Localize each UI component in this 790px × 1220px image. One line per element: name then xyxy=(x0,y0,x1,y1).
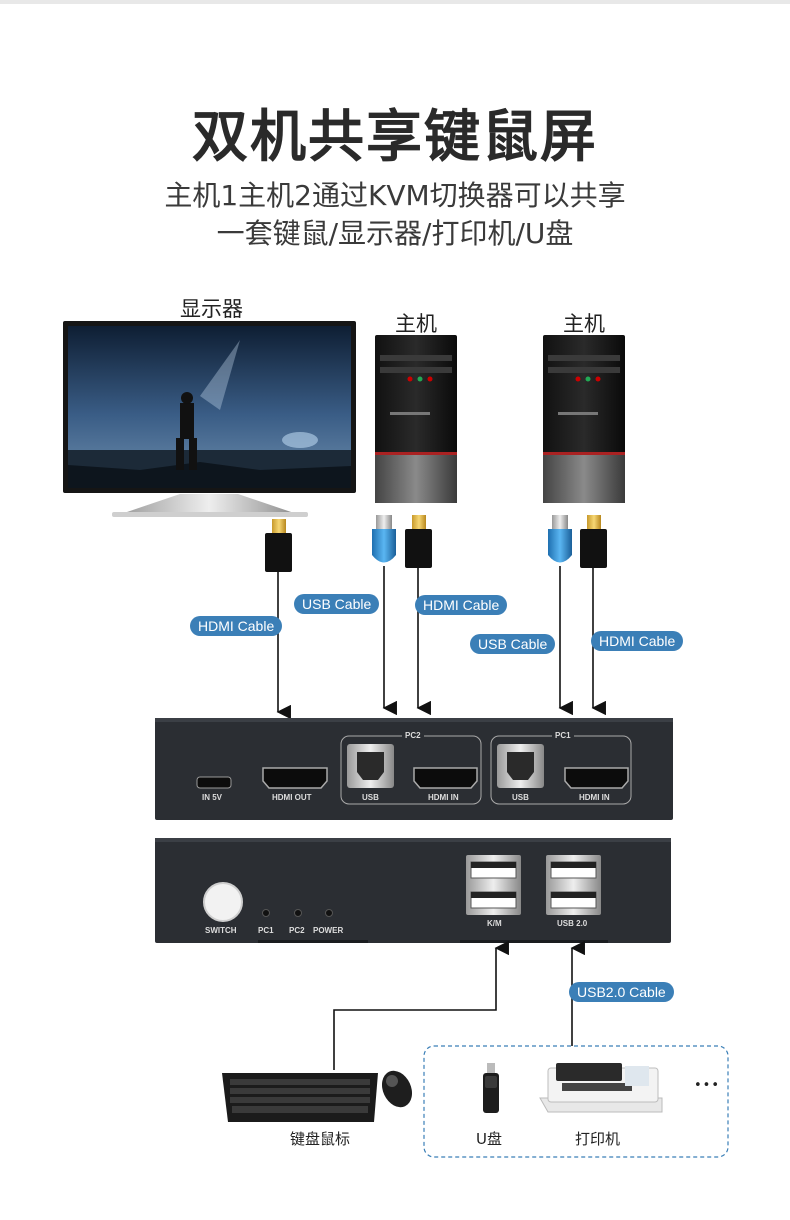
port-label-pc2-hdmi-in: HDMI IN xyxy=(428,793,459,802)
port-group-pc2: PC2 xyxy=(402,731,424,740)
port-group-pc1: PC1 xyxy=(552,731,574,740)
host-left-label: 主机 xyxy=(395,312,437,336)
km-cable-line xyxy=(333,940,509,1070)
usb20-cable-tag: USB2.0 Cable xyxy=(569,982,674,1002)
pc1-usb-cable-tag: USB Cable xyxy=(470,634,556,654)
printer-illustration xyxy=(539,1063,663,1113)
port-label-hdmi-out: HDMI OUT xyxy=(272,793,312,802)
pc1-hdmi-cable-tag: HDMI Cable xyxy=(591,631,684,651)
top-divider xyxy=(0,0,790,4)
monitor-label: 显示器 xyxy=(180,297,243,321)
usb-drive-illustration xyxy=(483,1063,499,1113)
more-devices-ellipsis: ••• xyxy=(694,1078,721,1093)
pc2-usb-cable-tag: USB Cable xyxy=(294,594,380,614)
port-label-pc1-usb: USB xyxy=(512,793,529,802)
host-tower-right xyxy=(543,335,625,503)
mouse-illustration xyxy=(381,1070,413,1108)
port-label-pc1-hdmi-in: HDMI IN xyxy=(579,793,610,802)
led-label-pc2: PC2 xyxy=(289,926,305,935)
monitor-illustration xyxy=(63,321,356,517)
monitor-hdmi-cable-tag: HDMI Cable xyxy=(190,616,283,636)
led-label-pc1: PC1 xyxy=(258,926,274,935)
monitor-hdmi-plug xyxy=(265,519,292,572)
port-label-km: K/M xyxy=(487,919,502,928)
peripheral-group-box xyxy=(423,1045,729,1158)
port-label-in5v: IN 5V xyxy=(202,793,223,802)
subtitle-line-1: 主机1主机2通过KVM切换器可以共享 xyxy=(164,179,626,212)
subtitle-line-2: 一套键鼠/显示器/打印机/U盘 xyxy=(216,217,574,250)
pc1-usb-plug xyxy=(548,515,572,563)
switch-button[interactable] xyxy=(203,882,243,922)
page-title: 双机共享键鼠屏 xyxy=(192,105,598,170)
pc1-hdmi-plug xyxy=(580,515,607,568)
switch-label: SWITCH xyxy=(205,926,237,935)
usb-drive-label: U盘 xyxy=(476,1130,502,1148)
led-label-power: POWER xyxy=(313,926,344,935)
keyboard-illustration xyxy=(222,1073,378,1122)
pc2-usb-plug xyxy=(372,515,396,563)
kvm-front-panel xyxy=(155,838,671,943)
host-tower-left xyxy=(375,335,457,503)
pc2-hdmi-cable-tag: HDMI Cable xyxy=(415,595,508,615)
host-right-label: 主机 xyxy=(563,312,605,336)
keyboard-mouse-label: 键盘鼠标 xyxy=(290,1130,351,1148)
printer-label: 打印机 xyxy=(575,1130,621,1148)
port-label-pc2-usb: USB xyxy=(362,793,379,802)
kvm-back-panel xyxy=(155,718,673,820)
port-label-usb20: USB 2.0 xyxy=(557,919,588,928)
pc2-hdmi-plug xyxy=(405,515,432,568)
